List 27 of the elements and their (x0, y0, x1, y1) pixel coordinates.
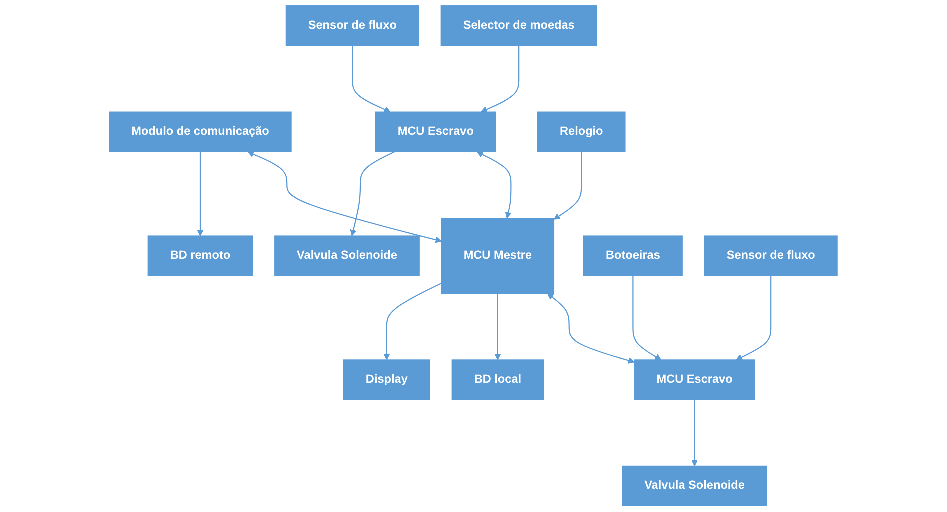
arrow (384, 282, 442, 360)
arrow (350, 151, 396, 236)
arrow (494, 294, 502, 360)
arrow (248, 151, 442, 244)
arrow (476, 152, 512, 219)
arrow (632, 276, 662, 360)
node-box: BD local (452, 360, 544, 400)
arrow (197, 152, 204, 236)
arrow (547, 294, 635, 364)
node-box: Sensor de fluxo (286, 6, 420, 46)
arrow (736, 276, 772, 360)
arrow (554, 152, 582, 220)
node-box: MCU Escravo (375, 112, 496, 152)
node-box: MCU Escravo (634, 360, 756, 400)
node-box: Modulo de comunicação (109, 112, 292, 152)
node-box: BD remoto (148, 236, 254, 276)
arrow (480, 46, 520, 113)
node-box: Botoeiras (583, 236, 683, 276)
arrow (352, 46, 391, 113)
node-box: Sensor de fluxo (704, 236, 838, 276)
node-box: Valvula Solenoide (622, 466, 768, 506)
arrow (692, 400, 698, 467)
node-box: MCU Mestre (441, 218, 555, 294)
node-box: Relogio (538, 112, 626, 152)
node-box: Display (343, 360, 430, 400)
node-box: Valvula Solenoide (274, 236, 420, 276)
node-box: Selector de moedas (440, 6, 598, 46)
